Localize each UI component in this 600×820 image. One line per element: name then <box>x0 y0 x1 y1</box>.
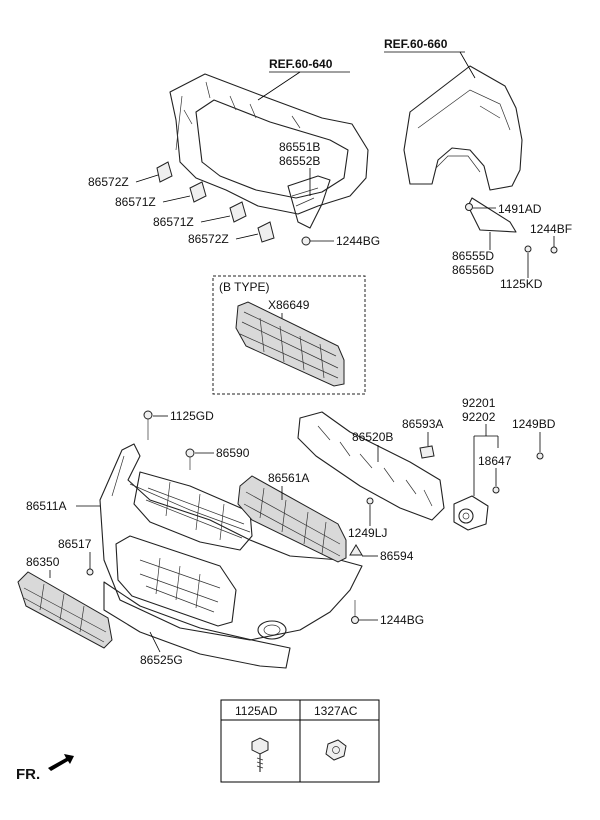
grille-86561a <box>237 475 347 563</box>
label-86572z-top: 86572Z <box>88 175 129 189</box>
label-86571z-top: 86571Z <box>115 195 156 209</box>
label-92202: 92202 <box>462 410 496 424</box>
clip-86571z-upper <box>189 181 207 203</box>
label-1244bg-top: 1244BG <box>336 234 380 248</box>
label-86593a: 86593A <box>402 417 443 431</box>
label-x86649: X86649 <box>268 298 310 312</box>
b-type-box <box>212 275 366 395</box>
label-86555d: 86555D <box>452 249 494 263</box>
label-86594: 86594 <box>380 549 414 563</box>
ref-60-660-label: REF.60-660 <box>384 37 448 51</box>
bracket-86593a <box>419 445 435 459</box>
label-1491ad: 1491AD <box>498 202 542 216</box>
front-direction-label: FR. <box>16 766 40 783</box>
clip-86594-icon <box>349 544 363 556</box>
label-86590: 86590 <box>216 446 250 460</box>
screw-1125gd-icon <box>143 410 153 420</box>
legend-header-1327ac: 1327AC <box>314 704 358 718</box>
grille-x86649 <box>235 301 345 387</box>
label-18647: 18647 <box>478 454 512 468</box>
bolt-icon <box>301 236 311 246</box>
bolt-1244bg-icon <box>351 616 359 624</box>
label-86571z-bottom: 86571Z <box>153 215 194 229</box>
label-1125kd: 1125KD <box>500 277 543 291</box>
label-92201: 92201 <box>462 396 496 410</box>
label-86520b: 86520B <box>352 430 393 444</box>
clip-86572z-lower <box>257 221 275 243</box>
fog-lamp-hole <box>257 620 287 640</box>
label-86551b: 86551B <box>279 140 320 154</box>
clip-86517-icon <box>86 568 94 576</box>
label-1249lj: 1249LJ <box>348 526 387 540</box>
label-86572z-bottom: 86572Z <box>188 232 229 246</box>
label-86511a: 86511A <box>26 499 66 513</box>
screw-1249lj-icon <box>366 497 374 505</box>
clip-86571z-lower <box>229 201 247 223</box>
legend-header-1125ad: 1125AD <box>235 704 278 718</box>
front-arrow-icon <box>48 754 74 771</box>
bolt-1125kd-icon <box>524 245 532 253</box>
bulb-18647-icon <box>492 486 500 494</box>
screw-1249bd-icon <box>536 452 544 460</box>
label-1125gd: 1125GD <box>170 409 214 423</box>
ref-60-640-label: REF.60-640 <box>269 57 333 71</box>
clip-86572z-upper <box>156 161 173 183</box>
bolt-1244bf-icon <box>550 246 558 254</box>
label-86350: 86350 <box>26 555 60 569</box>
absorber-86520b <box>297 411 445 521</box>
fastener-86590-icon <box>185 448 195 458</box>
label-86552b: 86552B <box>279 154 320 168</box>
fog-lamp-assembly <box>453 452 544 531</box>
label-1249bd: 1249BD <box>512 417 556 431</box>
hex-nut-icon <box>325 739 347 761</box>
label-86517: 86517 <box>58 537 92 551</box>
label-1244bg-bottom: 1244BG <box>380 613 424 627</box>
flange-bolt-icon <box>251 737 269 772</box>
label-86556d: 86556D <box>452 263 494 277</box>
label-86561a: 86561A <box>268 471 309 485</box>
fender-assembly <box>403 65 558 254</box>
label-86525g: 86525G <box>140 653 183 667</box>
hardware-legend-table: 1125AD 1327AC <box>220 699 380 783</box>
b-type-label: (B TYPE) <box>219 280 269 294</box>
nut-1491ad-icon <box>465 203 473 211</box>
label-1244bf: 1244BF <box>530 222 572 236</box>
front-carrier-assembly <box>156 73 369 246</box>
